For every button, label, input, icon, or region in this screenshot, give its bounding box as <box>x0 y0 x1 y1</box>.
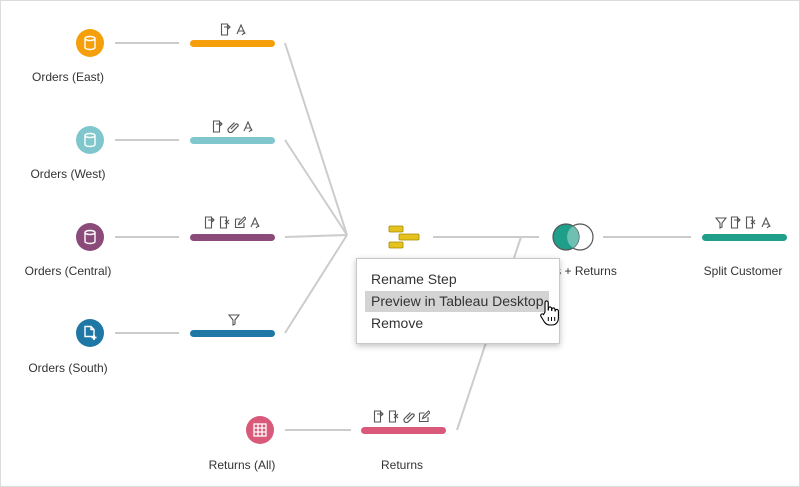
returns-all-node[interactable] <box>246 416 274 444</box>
hand-cursor-icon <box>540 300 559 326</box>
edit-icon <box>234 215 246 228</box>
rename-field-icon <box>212 119 223 133</box>
group-icon <box>227 121 239 133</box>
split-field-icon <box>250 216 260 228</box>
clean-step-returns[interactable] <box>361 427 446 434</box>
database-icon <box>84 132 96 148</box>
returns-all-label: Returns (All) <box>208 458 276 472</box>
edit-icon <box>418 409 430 422</box>
union-icon[interactable] <box>387 223 423 251</box>
clean-step-south[interactable] <box>190 330 275 337</box>
group-icon <box>403 411 415 423</box>
south-step-icons <box>228 312 240 326</box>
returns-step-icons <box>373 409 430 423</box>
orders-south-node[interactable] <box>76 319 104 347</box>
orders-central-node[interactable] <box>76 223 104 251</box>
rename-field-icon <box>373 409 384 423</box>
rename-field-icon <box>204 215 215 229</box>
file-add-icon <box>84 325 97 340</box>
split-field-icon <box>243 120 253 132</box>
remove-field-icon <box>745 215 756 229</box>
rename-field-icon <box>220 22 231 36</box>
filter-icon <box>228 313 240 326</box>
menu-item-preview-in-tableau-desktop[interactable]: Preview in Tableau Desktop <box>365 291 549 312</box>
join-icon[interactable] <box>550 221 596 253</box>
orders-west-node[interactable] <box>76 126 104 154</box>
split-step-icons <box>715 215 772 229</box>
clean-step-west[interactable] <box>190 137 275 144</box>
menu-item-rename-step[interactable]: Rename Step <box>371 271 457 287</box>
database-icon <box>84 35 96 51</box>
remove-field-icon <box>388 409 399 423</box>
clean-step-east[interactable] <box>190 40 275 47</box>
orders-east-label: Orders (East) <box>31 70 105 84</box>
link-west-union <box>284 139 348 236</box>
west-step-icons <box>212 119 254 133</box>
clean-step-split-customer[interactable] <box>702 234 787 241</box>
link-central-union <box>284 234 348 238</box>
east-step-icons <box>220 22 247 36</box>
database-icon <box>84 229 96 245</box>
orders-south-label: Orders (South) <box>28 361 108 375</box>
orders-east-node[interactable] <box>76 29 104 57</box>
table-icon <box>253 423 267 437</box>
split-field-icon <box>236 23 246 35</box>
join-label: s + Returns <box>555 264 617 278</box>
clean-step-returns-label: Returns <box>380 458 424 472</box>
link-south-union <box>284 234 348 334</box>
split-field-icon <box>761 216 771 228</box>
central-step-icons <box>204 215 261 229</box>
context-menu: Rename Step Preview in Tableau Desktop R… <box>356 258 560 344</box>
link-east-union <box>284 42 348 236</box>
orders-west-label: Orders (West) <box>30 167 106 181</box>
filter-icon <box>715 216 727 229</box>
split-customer-label: Split Customer <box>703 264 783 278</box>
remove-field-icon <box>219 215 230 229</box>
rename-field-icon <box>730 215 741 229</box>
menu-item-remove[interactable]: Remove <box>371 315 424 331</box>
clean-step-central[interactable] <box>190 234 275 241</box>
orders-central-label: Orders (Central) <box>24 264 112 278</box>
